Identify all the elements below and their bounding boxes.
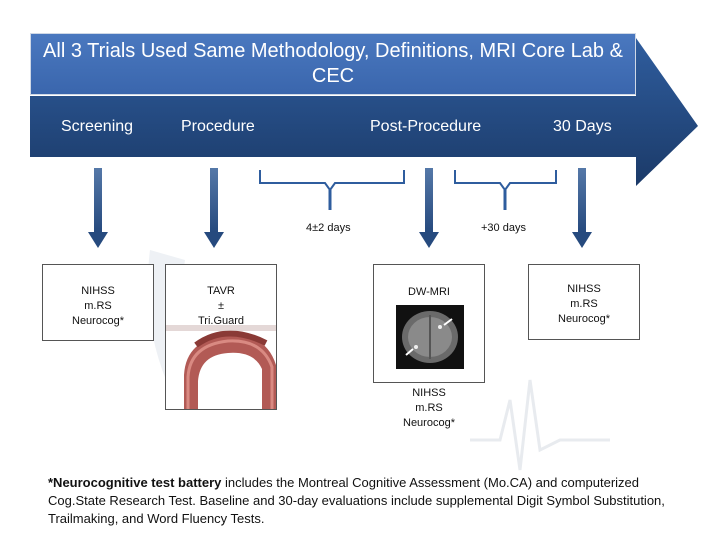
timeline-arrow	[30, 38, 698, 186]
timing-late-label: +30 days	[481, 222, 526, 234]
footnote: *Neurocognitive test battery includes th…	[48, 474, 688, 528]
bracket-late	[454, 170, 557, 192]
phase-screening: Screening	[61, 118, 134, 135]
mri-box: DW-MRI	[373, 264, 485, 383]
aortic-arch-image	[166, 325, 276, 409]
phase-procedure: Procedure	[181, 118, 255, 135]
footnote-bold: *Neurocognitive test battery	[48, 475, 222, 490]
procedure-plusminus-label: ±	[217, 300, 225, 312]
procedure-tavr-label: TAVR	[207, 285, 235, 297]
down-arrow-post	[419, 168, 439, 248]
thirty-day-assessment-text: NIHSS m.RS Neurocog*	[558, 283, 610, 325]
down-arrow-screening	[88, 168, 108, 248]
bracket-early	[259, 170, 405, 192]
screening-assessment-box: NIHSS m.RS Neurocog*	[42, 264, 154, 341]
screening-assessment-text: NIHSS m.RS Neurocog*	[72, 285, 124, 327]
timing-early-label: 4±2 days	[306, 222, 351, 234]
procedure-box: TAVR ± Tri.Guard	[165, 264, 277, 410]
title-text: All 3 Trials Used Same Methodology, Defi…	[43, 40, 623, 87]
title-banner: All 3 Trials Used Same Methodology, Defi…	[30, 33, 636, 95]
footnote-text: includes the Montreal Cognitive Assessme…	[48, 475, 665, 526]
down-arrow-30days	[572, 168, 592, 248]
down-arrow-procedure	[204, 168, 224, 248]
post-assessment-text: NIHSS m.RS Neurocog*	[403, 387, 455, 429]
phase-post-procedure: Post-Procedure	[370, 118, 482, 135]
mri-brain-image	[396, 305, 464, 369]
thirty-day-assessment-box: NIHSS m.RS Neurocog*	[528, 264, 640, 340]
phase-30-days: 30 Days	[553, 118, 612, 135]
procedure-device-label: Tri.Guard	[197, 315, 245, 327]
mri-label: DW-MRI	[408, 286, 450, 298]
watermark-pulse	[470, 379, 610, 471]
